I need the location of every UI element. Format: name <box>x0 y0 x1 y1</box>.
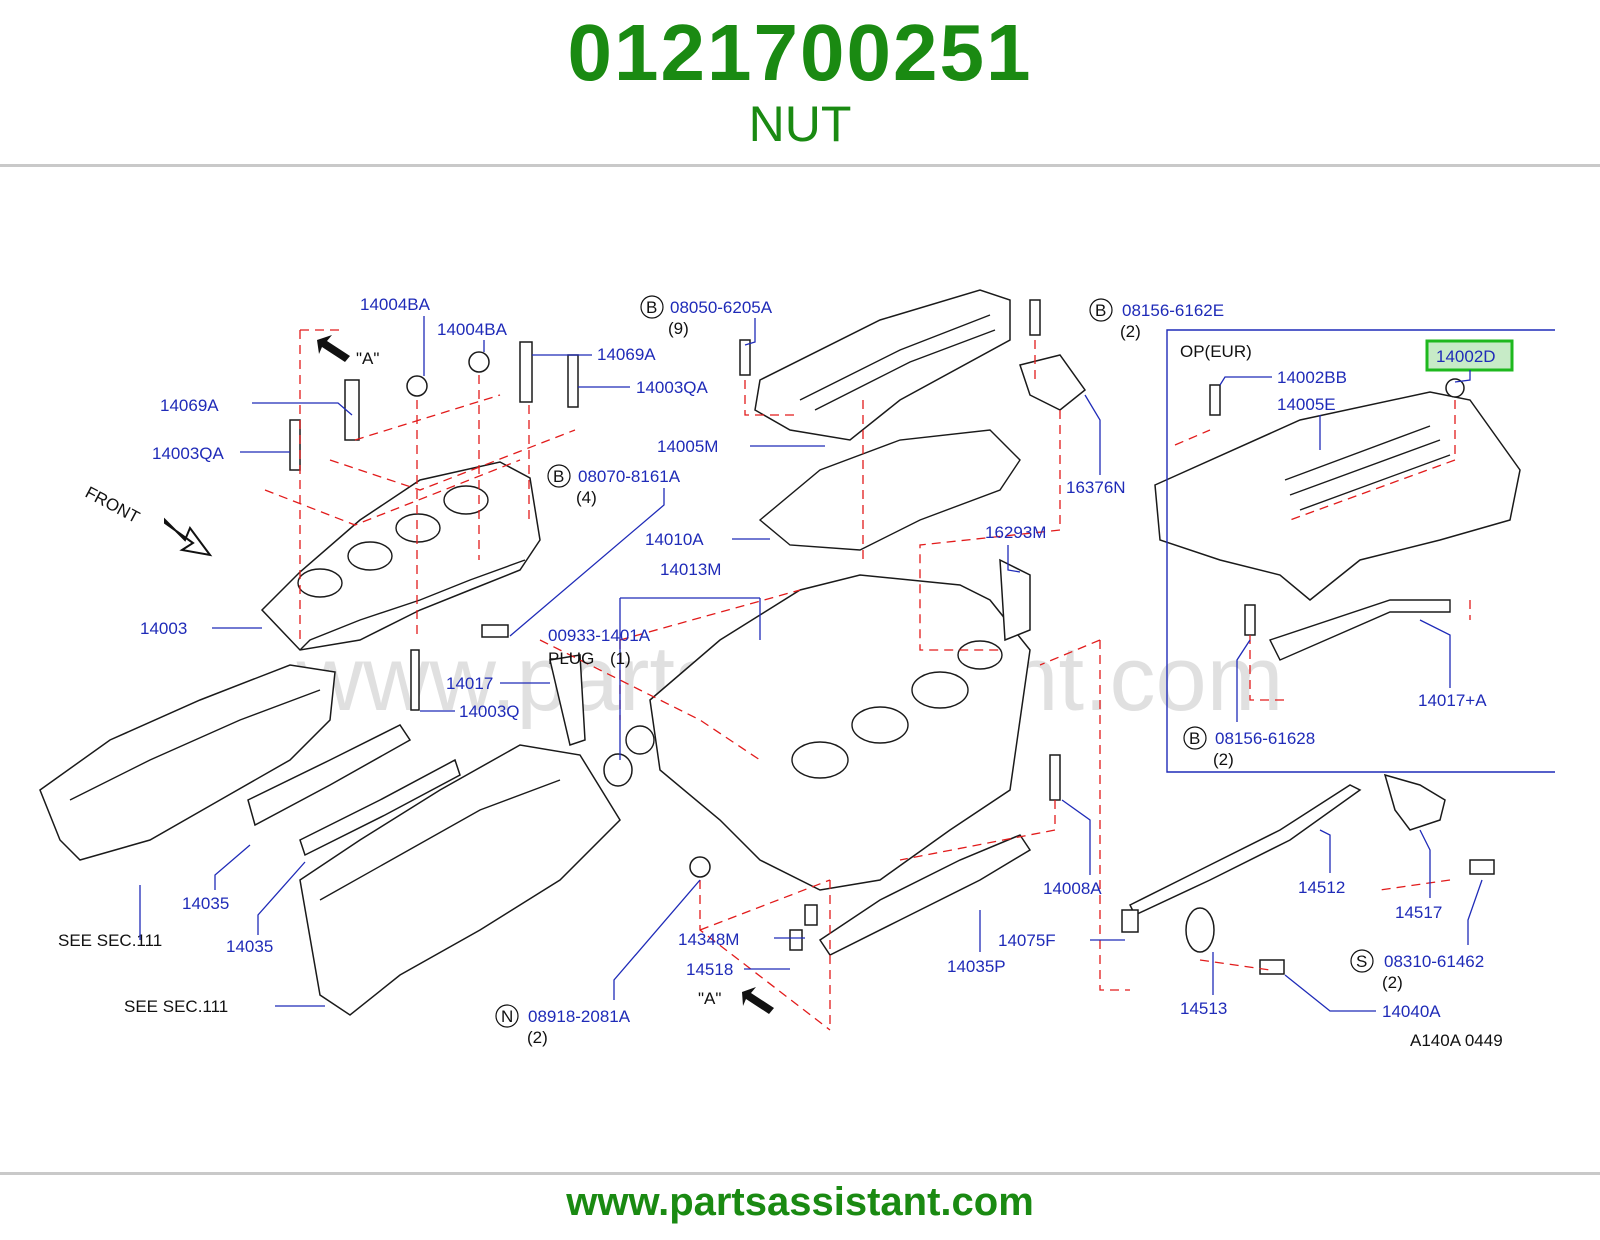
view-a-label-bottom: "A" <box>698 989 721 1008</box>
qty-08918: (2) <box>527 1028 548 1047</box>
callout-14517[interactable]: 14517 <box>1395 903 1442 922</box>
callout-16376n[interactable]: 16376N <box>1066 478 1126 497</box>
callout-14003[interactable]: 14003 <box>140 619 187 638</box>
b-circle-icon <box>1089 298 1113 322</box>
prefix-b-08156-6162e: B <box>1095 301 1106 320</box>
b-circle-icon <box>640 295 664 319</box>
callout-08070-8161a[interactable]: 08070-8161A <box>578 467 681 486</box>
callout-00933-1401a[interactable]: 00933-1401A <box>548 626 651 645</box>
engine-cover-inset-drawing <box>1154 391 1521 661</box>
qty-08050: (9) <box>668 319 689 338</box>
prefix-n-08918: N <box>501 1007 513 1026</box>
callout-14008a[interactable]: 14008A <box>1043 879 1102 898</box>
left-intake-manifold-drawing <box>260 461 541 651</box>
callout-14513[interactable]: 14513 <box>1180 999 1227 1018</box>
view-a-label-top: "A" <box>356 349 379 368</box>
front-arrow-icon <box>164 517 213 557</box>
callout-14004ba-2[interactable]: 14004BA <box>437 320 508 339</box>
hardware-drawings <box>289 299 1495 975</box>
callouts: 14004BA 14004BA 14069A 14003QA 14069A 14… <box>140 295 1487 1047</box>
drawing-code: A140A 0449 <box>1410 1031 1503 1050</box>
callout-14035-2[interactable]: 14035 <box>226 937 273 956</box>
plug-label: PLUG <box>548 649 594 668</box>
inset-frame <box>1166 329 1555 773</box>
callout-08050-6205a[interactable]: 08050-6205A <box>670 298 773 317</box>
see-sec-111-label-2: SEE SEC.111 <box>124 997 228 1016</box>
prefix-b-08050: B <box>646 298 657 317</box>
callout-14002d[interactable]: 14002D <box>1436 347 1496 366</box>
n-circle-icon <box>495 1004 519 1028</box>
qty-08070: (4) <box>576 488 597 507</box>
header-divider <box>0 164 1600 167</box>
prefix-b-08156-61628: B <box>1189 729 1200 748</box>
fuel-rail-drawing <box>1128 773 1446 916</box>
nut-14002d-part <box>1445 378 1465 398</box>
callout-14348m[interactable]: 14348M <box>678 930 739 949</box>
callout-14003qa-1[interactable]: 14003QA <box>636 378 708 397</box>
callout-14069a-1[interactable]: 14069A <box>597 345 656 364</box>
lower-gasket-14035p-drawing <box>818 834 1032 956</box>
callout-14017[interactable]: 14017 <box>446 674 493 693</box>
footer-divider <box>0 1172 1600 1175</box>
callout-14035-1[interactable]: 14035 <box>182 894 229 913</box>
callout-14005e[interactable]: 14005E <box>1277 395 1336 414</box>
callout-14040a[interactable]: 14040A <box>1382 1002 1441 1021</box>
view-a-arrow-top-icon <box>317 335 350 362</box>
callout-14075f[interactable]: 14075F <box>998 931 1056 950</box>
callout-08156-61628[interactable]: 08156-61628 <box>1215 729 1315 748</box>
see-sec-111-label-1: SEE SEC.111 <box>58 931 162 950</box>
assembly-lines <box>264 329 1471 1031</box>
plug-qty: (1) <box>610 649 631 668</box>
page-header: 0121700251 NUT <box>0 0 1600 168</box>
callout-08310-61462[interactable]: 08310-61462 <box>1384 952 1484 971</box>
front-label: FRONT <box>82 483 143 527</box>
collector-cover-drawing <box>754 289 1011 441</box>
collector-gasket-drawing <box>758 429 1021 551</box>
s-circle-icon <box>1350 949 1374 973</box>
part-number-title: 0121700251 <box>567 8 1033 97</box>
callout-14003qa-2[interactable]: 14003QA <box>152 444 224 463</box>
leader-14002d <box>1454 370 1471 383</box>
callout-14005m[interactable]: 14005M <box>657 437 718 456</box>
intake-collector-drawing <box>625 574 1031 891</box>
inset-title: OP(EUR) <box>1180 342 1252 361</box>
b-circle-icon <box>1183 726 1207 750</box>
callout-14004ba-1[interactable]: 14004BA <box>360 295 431 314</box>
exhaust-gaskets-drawing <box>247 724 461 857</box>
prefix-b-08070: B <box>553 467 564 486</box>
callout-14512[interactable]: 14512 <box>1298 878 1345 897</box>
footer-website-link[interactable]: www.partsassistant.com <box>566 1180 1034 1224</box>
callout-16293m[interactable]: 16293M <box>985 523 1046 542</box>
part-name-subtitle: NUT <box>748 96 852 152</box>
view-arrows <box>164 335 774 1014</box>
callout-14010a[interactable]: 14010A <box>645 530 704 549</box>
callout-08156-6162e[interactable]: 08156-6162E <box>1122 301 1224 320</box>
callout-14069a-2[interactable]: 14069A <box>160 396 219 415</box>
callout-14035p[interactable]: 14035P <box>947 957 1006 976</box>
qty-08310: (2) <box>1382 973 1403 992</box>
view-a-arrow-bottom-icon <box>742 987 774 1014</box>
qty-08156-6162e: (2) <box>1120 322 1141 341</box>
callout-14017a[interactable]: 14017+A <box>1418 691 1487 710</box>
cylinder-head-left-drawing <box>39 664 336 861</box>
callout-08918-2081a[interactable]: 08918-2081A <box>528 1007 631 1026</box>
prefix-s-08310: S <box>1356 952 1367 971</box>
callout-14002bb[interactable]: 14002BB <box>1277 368 1347 387</box>
cylinder-head-right-drawing <box>299 744 621 1016</box>
b-circle-icon <box>547 464 571 488</box>
qty-08156-61628: (2) <box>1213 750 1234 769</box>
callout-14003q[interactable]: 14003Q <box>459 702 520 721</box>
callout-14518[interactable]: 14518 <box>686 960 733 979</box>
callout-14013m[interactable]: 14013M <box>660 560 721 579</box>
